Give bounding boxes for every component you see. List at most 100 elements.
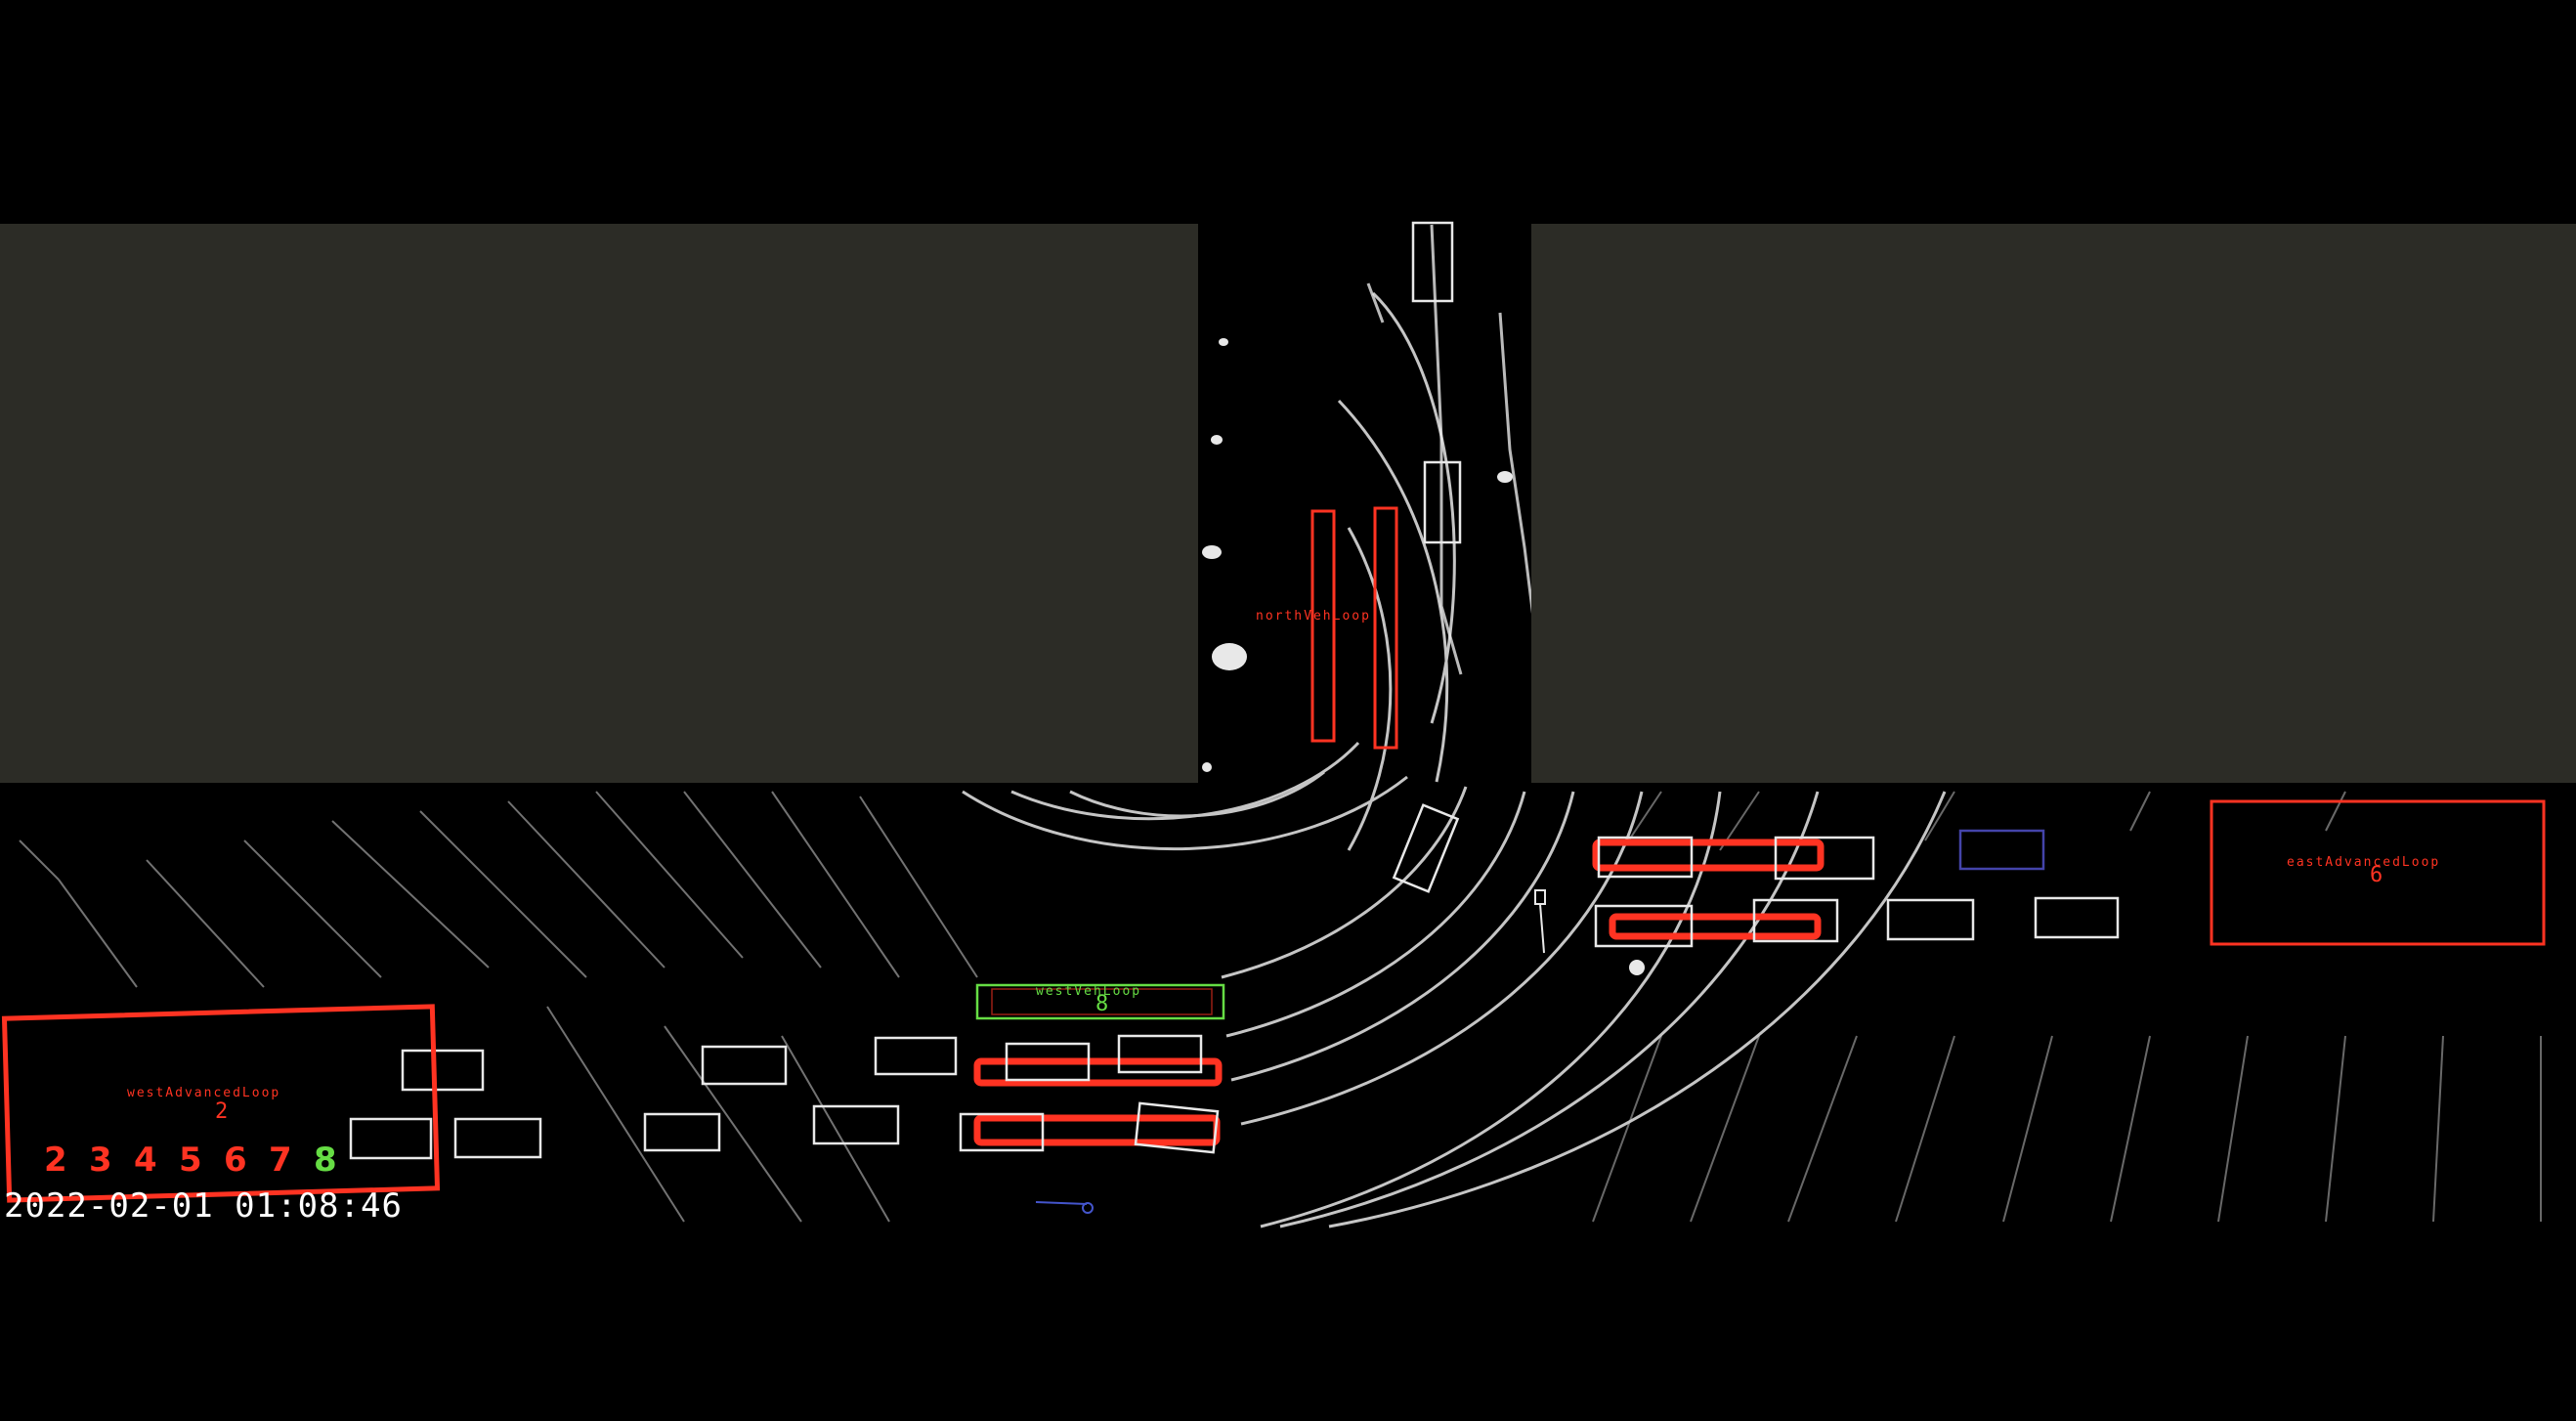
point-cloud-clusters <box>1202 338 1645 975</box>
tracked-vehicle-box <box>812 1104 900 1145</box>
camera-panel-right <box>1531 224 2576 783</box>
scan-ring <box>1230 791 1575 1082</box>
scan-streak <box>146 859 265 988</box>
scan-streak <box>507 800 665 969</box>
east-objects <box>1594 836 2120 948</box>
tracked-vehicle-box <box>1594 904 1694 948</box>
lane-counter: 2 3 4 5 6 7 8 <box>44 1141 337 1180</box>
tracked-vehicle-box-blue <box>1958 829 2045 871</box>
east-adv-loop-number: 6 <box>2370 863 2383 887</box>
scan-streak <box>683 791 822 969</box>
scan-streak <box>1787 1035 1858 1223</box>
scan-ring <box>1328 791 1947 1228</box>
point-cluster <box>1497 471 1513 483</box>
sensor-marker <box>1035 1201 1094 1214</box>
tracked-vehicle-box <box>1392 803 1460 893</box>
west-veh-loop-inner <box>991 988 1213 1015</box>
scan-streak <box>1690 1035 1760 1223</box>
tracked-vehicle-box <box>1005 1042 1091 1082</box>
west-objects <box>349 1034 1220 1160</box>
counter-digit: 4 <box>134 1141 157 1180</box>
point-cluster <box>1211 435 1223 445</box>
west-veh-loop-zone <box>975 983 1225 1020</box>
scan-streak <box>2325 1035 2346 1223</box>
west-veh-loop-number: 8 <box>1095 992 1108 1016</box>
camera-panel-left <box>0 224 1198 783</box>
timestamp: 2022-02-01 01:08:46 <box>4 1186 403 1226</box>
scan-streak <box>19 840 60 881</box>
tracked-vehicle-box <box>453 1117 542 1159</box>
pole-head <box>1534 889 1546 905</box>
north-loop-detector <box>1373 506 1398 750</box>
scan-streak <box>243 840 382 978</box>
scan-streak <box>419 810 587 978</box>
counter-digit: 7 <box>269 1141 292 1180</box>
scan-ring <box>1337 399 1449 783</box>
west-adv-loop-zone <box>1 1004 441 1203</box>
tracked-vehicle-box <box>1886 898 1975 941</box>
scan-streak <box>2002 1035 2053 1223</box>
marker-dot <box>1082 1202 1094 1214</box>
tracked-vehicle-box <box>1423 460 1462 544</box>
signal-pole <box>1534 889 1546 954</box>
west-veh-loop-label: westVehLoop <box>1036 984 1141 999</box>
point-cluster <box>1212 643 1247 670</box>
road-edge <box>1430 224 1463 675</box>
scan-streak <box>331 820 490 969</box>
scan-streak <box>58 879 138 988</box>
tracked-vehicle-box <box>1597 836 1694 879</box>
scan-ring <box>1260 791 1722 1228</box>
tracked-vehicle-box <box>701 1045 788 1086</box>
point-cluster <box>1219 338 1228 346</box>
road-edge <box>1366 282 1385 323</box>
scan-streak <box>664 1025 802 1223</box>
east-adv-loop-label: eastAdvancedLoop <box>2287 855 2440 870</box>
point-cluster <box>1202 762 1212 772</box>
tracked-vehicle-box <box>1117 1034 1203 1074</box>
west-loop-detector <box>973 1114 1221 1146</box>
counter-digit-active: 8 <box>314 1141 337 1180</box>
tracked-vehicle-box <box>1411 221 1454 303</box>
scan-streak <box>546 1006 685 1223</box>
scan-ring <box>1347 527 1393 851</box>
north-loop-label: northVehLoop <box>1256 609 1371 624</box>
tracked-vehicle-box <box>1752 898 1839 943</box>
west-loop-detector <box>973 1057 1223 1087</box>
scan-streak <box>781 1035 890 1223</box>
scan-streak <box>771 791 900 978</box>
east-adv-loop-zone <box>2210 799 2546 946</box>
scan-streak <box>595 791 744 959</box>
counter-digit: 2 <box>44 1141 67 1180</box>
scan-ring <box>1221 786 1468 979</box>
point-cluster <box>1629 960 1645 975</box>
counter-digit: 6 <box>224 1141 247 1180</box>
tracked-vehicle-box <box>349 1117 433 1160</box>
scan-streak <box>1924 791 1955 841</box>
scan-streak <box>2432 1035 2444 1223</box>
east-loop-detector <box>1592 839 1825 872</box>
tracked-vehicle-box <box>643 1112 721 1152</box>
tracked-vehicle-box <box>874 1036 958 1076</box>
tracked-vehicle-box <box>401 1049 485 1092</box>
counter-digit: 3 <box>89 1141 112 1180</box>
scan-ring <box>1240 791 1644 1126</box>
scan-rings <box>962 291 1947 1228</box>
scan-streak <box>2217 1035 2249 1223</box>
tracked-vehicle-box <box>1134 1101 1220 1154</box>
scan-streak <box>859 796 978 978</box>
counter-digit: 5 <box>179 1141 202 1180</box>
scan-ring <box>962 775 1408 851</box>
scan-ring <box>1225 791 1526 1038</box>
north-loop-detector <box>1310 509 1336 743</box>
scan-streak <box>2325 791 2346 832</box>
pole-shaft <box>1539 903 1545 954</box>
tracked-vehicle-box <box>2034 896 2120 939</box>
point-cluster <box>1202 545 1222 559</box>
tracked-vehicle-box <box>959 1112 1045 1152</box>
east-loop-detector <box>1609 913 1822 940</box>
west-loop-detectors <box>973 1057 1223 1146</box>
tracked-vehicle-box <box>1774 836 1875 881</box>
scan-streak <box>2110 1035 2151 1223</box>
